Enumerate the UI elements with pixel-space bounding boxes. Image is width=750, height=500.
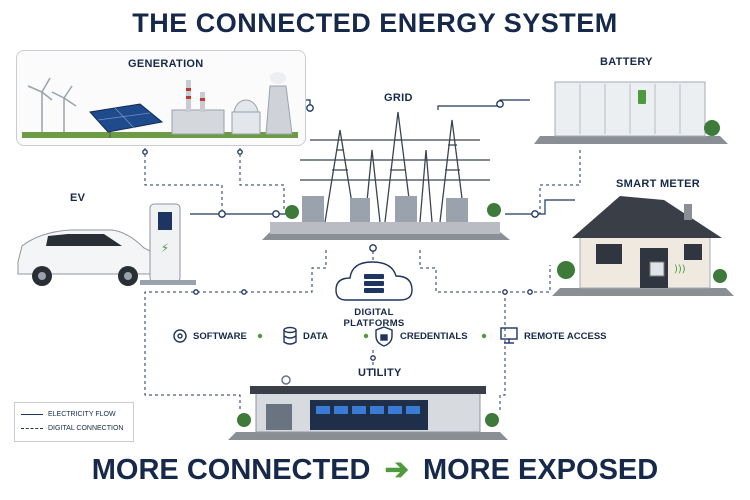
generation-label: GENERATION: [128, 58, 204, 70]
shield-lock-icon: [375, 326, 393, 347]
footer-left: MORE CONNECTED: [91, 454, 371, 486]
footer-tagline: MORE CONNECTED ➔ MORE EXPOSED: [0, 452, 750, 487]
legend-electricity-flow: ELECTRICITY FLOW: [21, 411, 116, 418]
smart-meter-label: SMART METER: [616, 178, 700, 190]
wind-turbine-icon: [27, 77, 77, 132]
legend-digital-connection: DIGITAL CONNECTION: [21, 425, 123, 432]
feature-remote-access: REMOTE ACCESS: [524, 331, 607, 342]
digital-ev-utility: [144, 250, 327, 410]
digital-meter-utility: [499, 292, 506, 410]
footer-right: MORE EXPOSED: [422, 454, 659, 486]
digital-platforms-meter: [419, 250, 551, 293]
utility-label: UTILITY: [358, 367, 402, 379]
feature-software: SOFTWARE: [193, 331, 247, 342]
page-title: THE CONNECTED ENERGY SYSTEM: [132, 8, 618, 38]
monitor-signal-icon: [500, 327, 518, 344]
solar-panel-icon: [89, 103, 164, 138]
satellite-dish-icon: [281, 375, 291, 385]
gear-icon: [173, 329, 187, 343]
power-plant-icon: [171, 72, 293, 135]
flow-grid-meter: [505, 199, 575, 215]
server-icon: [364, 274, 384, 293]
digital-gen-ev: [144, 148, 223, 210]
digital-battery-meter: [539, 150, 581, 214]
battery-icon: [638, 90, 646, 104]
grid-label: GRID: [384, 92, 413, 104]
database-icon: [283, 326, 297, 345]
arrow-icon: ➔: [384, 454, 409, 486]
digital-gen-grid: [239, 148, 285, 210]
svg-text:))): ))): [674, 264, 686, 275]
ev-label: EV: [70, 192, 86, 204]
battery-label: BATTERY: [600, 56, 653, 68]
svg-text:⚡: ⚡: [161, 241, 169, 255]
digital-platforms-label: DIGITAL PLATFORMS: [343, 307, 405, 329]
feature-credentials: CREDENTIALS: [400, 331, 468, 342]
feature-data: DATA: [303, 331, 328, 342]
legend: ELECTRICITY FLOW DIGITAL CONNECTION: [14, 402, 134, 442]
meter-icon: [649, 261, 665, 277]
